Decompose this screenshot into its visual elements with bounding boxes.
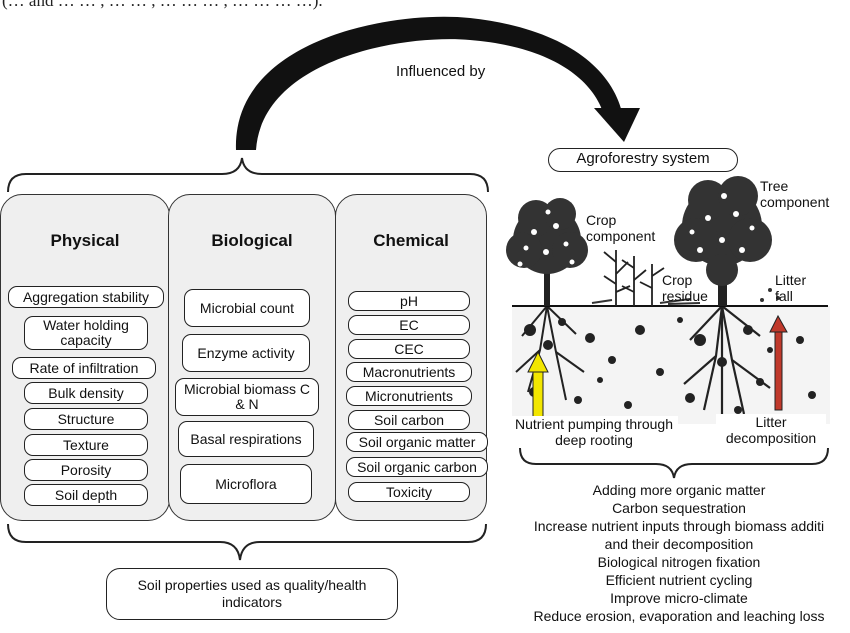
physical-item: Soil depth (24, 484, 148, 506)
physical-item: Structure (24, 408, 148, 430)
biological-item: Microbial biomass C & N (175, 378, 319, 416)
top-brace (7, 157, 489, 193)
litter-fall-label: Litter fall (775, 272, 807, 304)
chemical-item: Soil organic matter (346, 432, 488, 452)
benefit-item: Improve micro-climate (610, 590, 748, 606)
biological-item: Microflora (180, 464, 312, 504)
physical-item: Bulk density (24, 382, 148, 404)
agroforestry-illustration (506, 176, 830, 424)
benefit-item: Increase nutrient inputs through biomass… (533, 518, 825, 534)
agroforestry-system-title: Agroforestry system (548, 148, 738, 172)
chemical-item: pH (348, 291, 470, 311)
influenced-by-label: Influenced by (396, 63, 486, 80)
physical-item: Rate of infiltration (12, 357, 156, 379)
crop-residue-label: Crop residue (662, 272, 708, 304)
biological-item: Microbial count (184, 289, 310, 327)
cropped-caption-text: (… and … … , … … , … … … , … … … …). (2, 0, 323, 10)
chemical-item: Macronutrients (346, 362, 472, 382)
crop-component-label: Crop component (586, 212, 656, 244)
chemical-item: Micronutrients (346, 386, 472, 406)
tree-component-label: Tree component (760, 178, 830, 210)
litter-decomposition-label: Litter decomposition (716, 414, 826, 446)
influence-arrow (235, 16, 640, 150)
benefit-item: and their decomposition (604, 536, 754, 552)
bottom-brace (7, 523, 487, 561)
benefit-item: Carbon sequestration (612, 500, 746, 516)
biological-item: Basal respirations (178, 421, 314, 457)
physical-item: Aggregation stability (8, 286, 164, 308)
soil-properties-label: Soil properties used as quality/health i… (106, 568, 398, 620)
chemical-item: Toxicity (348, 482, 470, 502)
chemical-item: EC (348, 315, 470, 335)
physical-title: Physical (50, 231, 120, 250)
benefit-item: Biological nitrogen fixation (597, 554, 761, 570)
biological-title: Biological (211, 231, 293, 250)
benefit-item: Reduce erosion, evaporation and leaching… (533, 608, 825, 624)
chemical-item: CEC (348, 339, 470, 359)
benefit-item: Adding more organic matter (592, 482, 766, 498)
influence-arrowhead (594, 108, 640, 142)
nutrient-pumping-label: Nutrient pumping through deep rooting (510, 416, 678, 448)
physical-item: Porosity (24, 459, 148, 481)
illustration-brace (519, 447, 829, 479)
biological-item: Enzyme activity (182, 334, 310, 372)
benefit-item: Efficient nutrient cycling (605, 572, 753, 588)
litter-decomposition-arrow (769, 314, 788, 411)
chemical-title: Chemical (373, 231, 449, 250)
physical-item: Water holding capacity (24, 316, 148, 350)
chemical-item: Soil carbon (348, 410, 470, 430)
chemical-item: Soil organic carbon (346, 457, 488, 477)
physical-item: Texture (24, 434, 148, 456)
